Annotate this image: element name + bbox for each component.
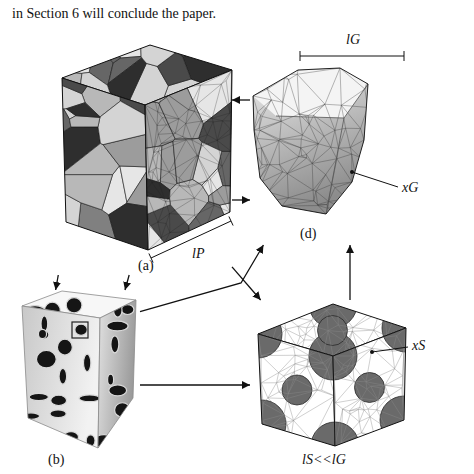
- figure-panel: lG (d) xG: [250, 30, 432, 245]
- pore: [66, 298, 82, 313]
- leader-line: [372, 347, 408, 352]
- pore: [22, 413, 39, 419]
- pore: [36, 350, 56, 368]
- dimension-label: lG: [346, 32, 360, 48]
- grain-outline: [253, 68, 368, 214]
- dimension-tick: [404, 51, 405, 61]
- meshed-grain: [253, 51, 404, 214]
- pore: [108, 374, 114, 385]
- dimension-tick: [300, 51, 301, 61]
- grain-cell: [141, 45, 177, 66]
- pore: [38, 329, 46, 338]
- grain-cell: [145, 178, 170, 199]
- grain-cell: [62, 175, 113, 210]
- pore: [107, 321, 128, 331]
- pore: [64, 432, 79, 443]
- connector-arrow: [349, 245, 350, 300]
- connector-arrow: [140, 384, 250, 385]
- cutaway-face: [98, 300, 136, 448]
- connector-arrow: [140, 245, 263, 312]
- pore: [29, 393, 48, 400]
- connector-arrow: [125, 275, 129, 290]
- pore: [111, 336, 119, 353]
- figure-panel: (a) lP: [50, 38, 232, 275]
- grain-cell: [66, 103, 100, 118]
- cutaway-outline: [22, 306, 100, 448]
- grain-cell: [127, 169, 148, 206]
- grain-cell: [98, 101, 148, 145]
- porous-grain: [22, 291, 136, 448]
- grain-cell: [189, 202, 232, 250]
- mesh-lines: [145, 70, 232, 250]
- cell-outline: [258, 334, 335, 446]
- pore: [75, 324, 87, 335]
- cutaway-outline: [98, 300, 136, 448]
- leader-line: [352, 172, 398, 187]
- connector-arrow: [232, 267, 261, 300]
- panel-label: (a): [138, 258, 154, 274]
- grain-edge: [326, 118, 344, 214]
- inclusion: [282, 375, 312, 405]
- coordinate-label: xS: [412, 338, 425, 354]
- grain-cell: [159, 86, 204, 139]
- dimension-bar: [151, 221, 231, 258]
- grain-cell: [62, 45, 94, 73]
- pore: [109, 385, 127, 396]
- inset-square: [72, 322, 88, 338]
- dimension-bar: [300, 56, 404, 57]
- panel-label: (b): [48, 452, 64, 468]
- mesh-lines: [253, 68, 368, 214]
- pore: [51, 395, 67, 405]
- dimension-label: lP: [192, 246, 204, 262]
- coordinate-label: xG: [402, 180, 418, 196]
- grain-cell: [62, 235, 79, 250]
- pore: [57, 339, 72, 355]
- figure-panel: (b): [10, 290, 140, 472]
- pore: [43, 434, 57, 446]
- pore: [50, 410, 66, 418]
- connector-arrow: [56, 275, 59, 290]
- body-text: in Section 6 will conclude the paper.: [12, 6, 216, 22]
- grain-edge: [276, 84, 368, 118]
- scale-label: lS<<lG: [302, 452, 346, 468]
- grain-top: [253, 68, 368, 118]
- connector-arrow: [232, 199, 250, 200]
- connector-arrow: [232, 99, 250, 100]
- pore: [94, 435, 114, 448]
- unit-cell: [234, 280, 430, 470]
- cube-face: [62, 78, 148, 250]
- cube-face: [145, 70, 232, 250]
- pore: [79, 395, 100, 402]
- dimension-tick: [229, 216, 233, 225]
- grain-cell: [145, 196, 170, 215]
- pore: [83, 354, 90, 372]
- inclusion: [318, 316, 348, 346]
- panel-label: (d): [300, 226, 316, 242]
- cell-outline: [333, 328, 406, 446]
- pore: [59, 368, 67, 384]
- cutaway-face: [22, 306, 100, 448]
- mesh-lines: [333, 328, 406, 446]
- polycrystal-cube: [62, 45, 233, 263]
- grain-cell: [62, 78, 93, 94]
- grain-body: [253, 68, 368, 214]
- figure-panel: xS lS<<lG: [250, 300, 432, 472]
- grain-cell: [177, 45, 232, 56]
- mesh-lines: [258, 334, 335, 446]
